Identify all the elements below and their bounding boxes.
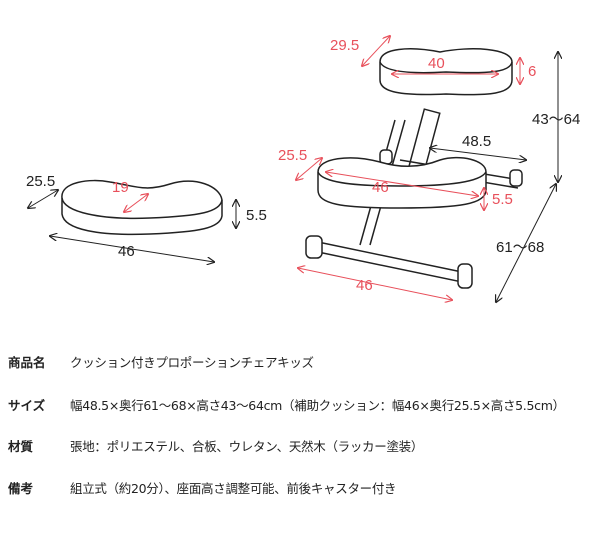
cushion-depth-label: 25.5 [26,173,55,190]
spec-value: 幅48.5×奥行61〜68×高さ43〜64cm（補助クッション：幅46×奥行25… [70,398,565,413]
seat-depth-label: 25.5 [278,147,307,164]
spec-label: 備考 [8,481,34,496]
spec-label: 材質 [8,439,34,454]
chair-drawing [305,48,523,289]
spec-label: サイズ [8,398,46,413]
cushion-drawing [61,179,223,236]
spec-value: 組立式（約20分）、座面高さ調整可能、前後キャスター付き [70,481,397,496]
seat-thickness-label: 5.5 [492,191,513,208]
chair-depth-label: 61〜68 [496,239,544,256]
cushion-inner-label: 19 [112,179,129,196]
spec-label: 商品名 [8,355,46,370]
cushion-height-label: 5.5 [246,207,267,224]
cushion-width-label: 46 [118,243,135,260]
seat-width-label: 46 [372,179,389,196]
chair-height-label: 43〜64 [532,111,580,128]
spec-value: クッション付きプロポーションチェアキッズ [70,355,314,370]
back-depth-label: 29.5 [330,37,359,54]
spec-value: 張地：ポリエステル、合板、ウレタン、天然木（ラッカー塗装） [70,439,424,454]
chair-width-label: 48.5 [462,133,491,150]
back-thickness-label: 6 [528,63,536,80]
product-dimension-diagram: 25.5 19 5.5 46 29.5 40 6 43〜64 48.5 25.5 [0,0,580,320]
base-width-label: 46 [356,277,373,294]
back-width-label: 40 [428,55,445,72]
